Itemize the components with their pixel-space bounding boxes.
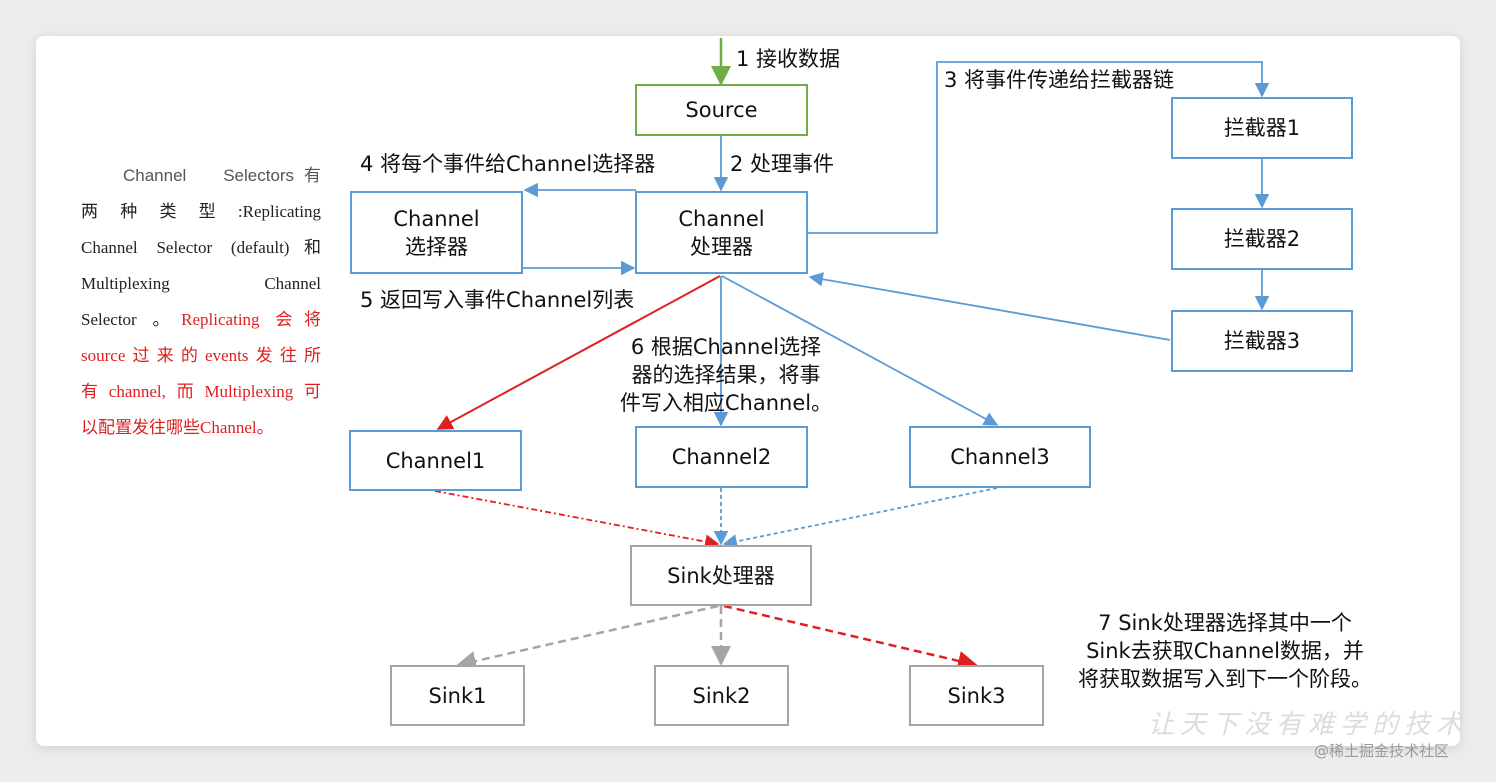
step7-label: 7 Sink处理器选择其中一个 Sink去获取Channel数据，并 将获取数据… [1050, 609, 1400, 693]
interceptor3-label: 拦截器3 [1223, 329, 1301, 353]
channel1-node: Channel1 [349, 430, 522, 491]
interceptor1-node: 拦截器1 [1171, 97, 1353, 159]
interceptor1-label: 拦截器1 [1223, 116, 1301, 140]
arrow-to-channel1 [436, 275, 721, 430]
channel-selectors-note: Channel Selectors有 两 种 类 型 :Replicating … [81, 158, 321, 446]
channel-selector-node: Channel 选择器 [350, 191, 523, 274]
channel2-label: Channel2 [671, 445, 772, 469]
arrow-interceptor3-to-processor [808, 272, 1171, 341]
step4-label: 4 将每个事件给Channel选择器 [360, 152, 656, 176]
channel3-label: Channel3 [950, 445, 1050, 469]
arrow-channel3-to-sink-processor [722, 487, 998, 549]
sink-processor-node: Sink处理器 [630, 545, 812, 606]
watermark-credit: @稀土掘金技术社区 [1314, 742, 1450, 760]
channel-selector-label-2: 选择器 [405, 234, 468, 259]
arrow-channel1-to-sink-processor [434, 490, 720, 549]
channel2-node: Channel2 [635, 426, 808, 488]
arrow-to-channel3 [721, 275, 999, 426]
note-line: 以配置发往哪些Channel。 [81, 418, 274, 437]
note-line: Multiplexing Channel [81, 274, 321, 293]
note-line: Selector 。Replicating 会将 [81, 302, 321, 338]
step3-label: 3 将事件传递给拦截器链 [944, 68, 1175, 92]
sink1-label: Sink1 [428, 683, 487, 708]
channel-processor-label-1: Channel [678, 206, 765, 231]
step1-label: 1 接收数据 [736, 47, 841, 71]
arrow-to-sink3 [723, 604, 978, 671]
sink3-label: Sink3 [947, 683, 1006, 708]
step6-label: 6 根据Channel选择 器的选择结果，将事 件写入相应Channel。 [606, 333, 846, 417]
channel3-node: Channel3 [909, 426, 1091, 488]
sink1-node: Sink1 [390, 665, 525, 726]
step2-label: 2 处理事件 [730, 152, 835, 176]
interceptor2-label: 拦截器2 [1223, 227, 1301, 251]
channel-processor-node: Channel 处理器 [635, 191, 808, 274]
arrow-to-sink1 [456, 604, 719, 671]
channel1-label: Channel1 [385, 448, 486, 473]
step7-line: Sink去获取Channel数据，并 [1086, 639, 1364, 663]
watermark-slogan: 让天下没有难学的技术 [1148, 710, 1469, 740]
note-line: Channel Selector (default)和 [81, 238, 321, 257]
interceptor2-node: 拦截器2 [1171, 208, 1353, 270]
interceptor3-node: 拦截器3 [1171, 310, 1353, 372]
source-label: Source [685, 98, 758, 122]
note-text-red: Replicating 会将 [181, 310, 322, 329]
note-line: 有channel,而Multiplexing可 [81, 382, 321, 401]
note-line: 两 种 类 型 :Replicating [81, 202, 321, 221]
channel-processor-label-2: 处理器 [690, 234, 753, 259]
note-line: Channel Selectors有 [123, 166, 321, 185]
note-text-black: Selector 。 [81, 310, 182, 329]
step7-line: 将获取数据写入到下一个阶段。 [1078, 667, 1372, 691]
source-node: Source [635, 84, 808, 136]
step5-label: 5 返回写入事件Channel列表 [360, 288, 635, 312]
channel-selector-label-1: Channel [393, 206, 480, 231]
note-line: source过来的events发往所 [81, 346, 321, 365]
step6-line: 6 根据Channel选择 [630, 335, 822, 359]
sink2-label: Sink2 [692, 683, 751, 708]
sink2-node: Sink2 [654, 665, 789, 726]
sink-processor-label: Sink处理器 [667, 563, 775, 588]
step6-line: 器的选择结果，将事 [631, 363, 821, 387]
step6-line: 件写入相应Channel。 [619, 391, 833, 415]
arrow-to-interceptors [808, 61, 1270, 234]
sink3-node: Sink3 [909, 665, 1044, 726]
step7-line: 7 Sink处理器选择其中一个 [1098, 611, 1352, 635]
